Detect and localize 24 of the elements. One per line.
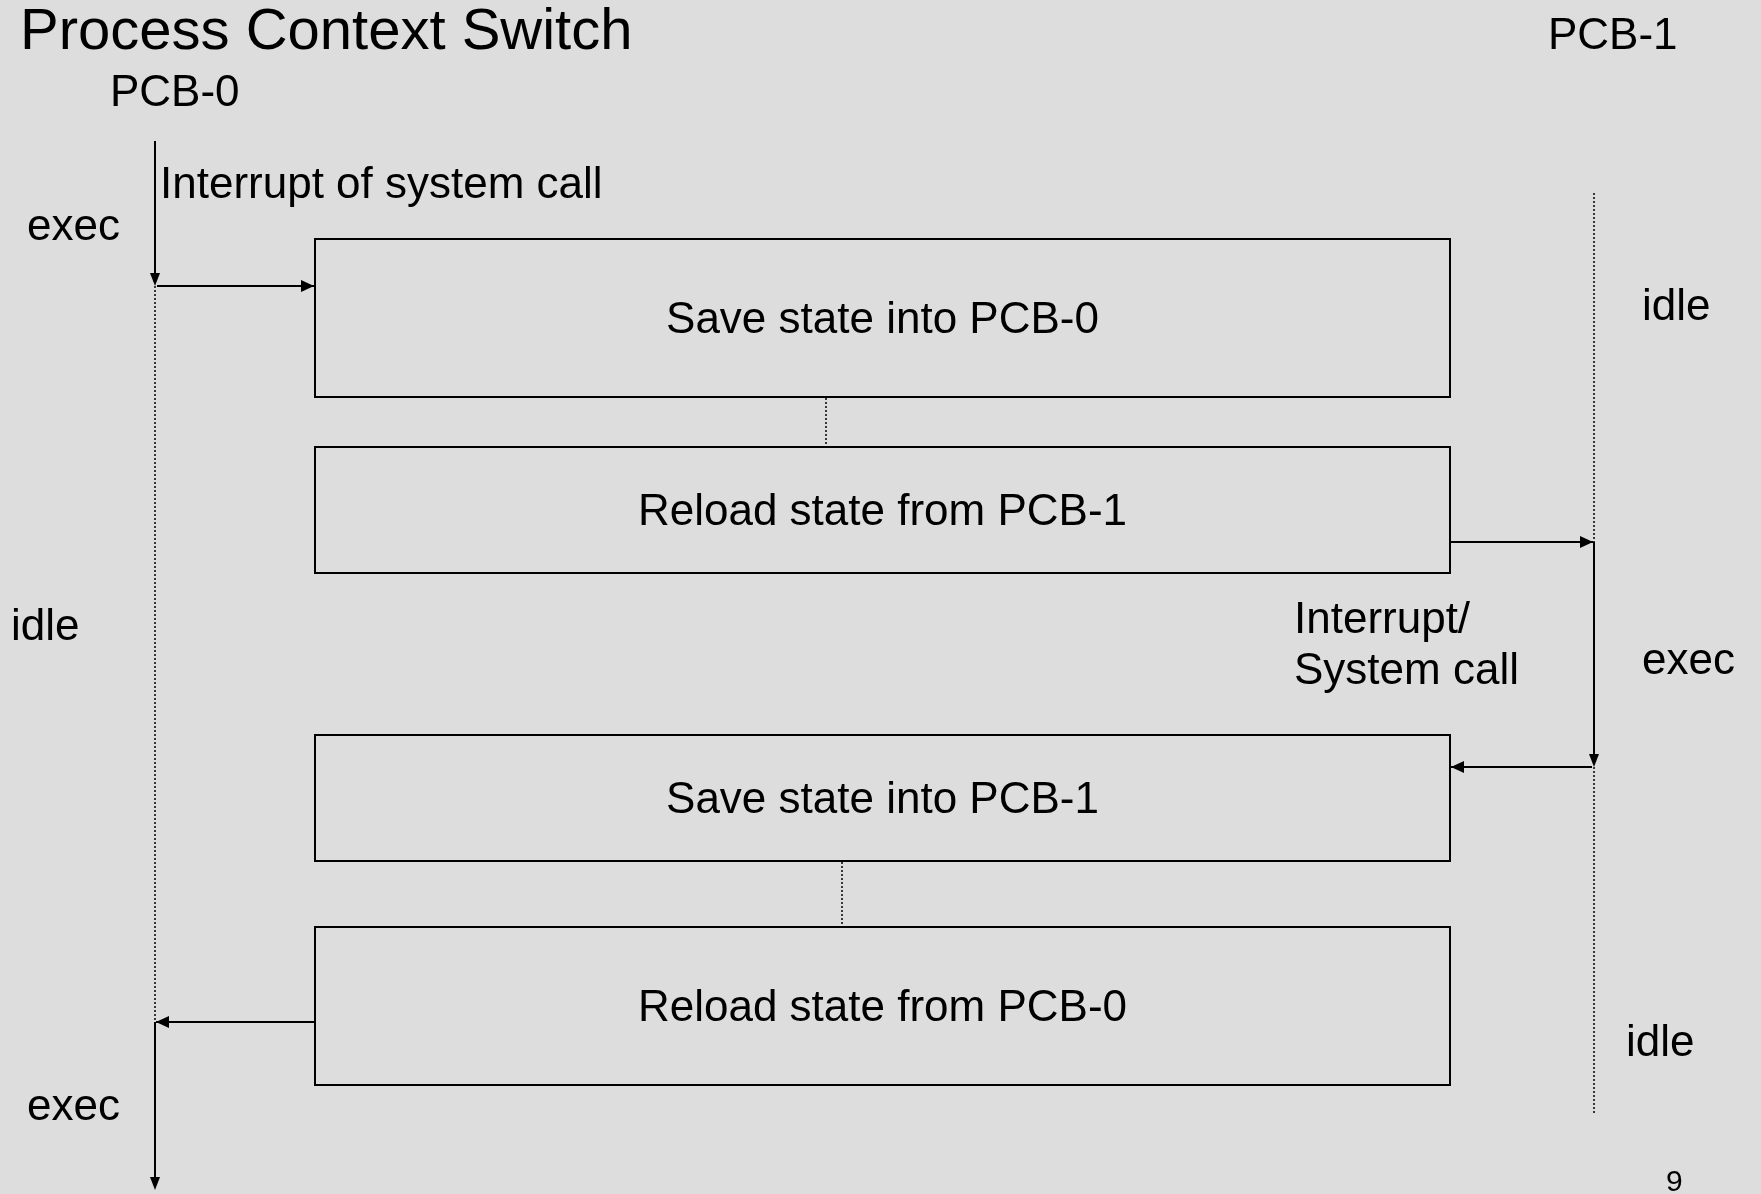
arrow — [1450, 536, 1594, 548]
arrow — [155, 1016, 315, 1028]
slide-title: Process Context Switch — [20, 0, 633, 63]
process-box: Reload state from PCB-1 — [314, 446, 1451, 574]
dotted-connector — [825, 397, 827, 447]
lane-label: PCB-1 — [1548, 9, 1678, 60]
page-number: 9 — [1666, 1164, 1683, 1194]
annotation-text: Interrupt of system call — [160, 158, 603, 209]
annotation-text: idle — [11, 600, 80, 651]
annotation-text: exec — [27, 1080, 120, 1131]
process-box: Save state into PCB-1 — [314, 734, 1451, 862]
annotation-text: exec — [27, 200, 120, 251]
annotation-text: idle — [1626, 1016, 1695, 1067]
arrow — [1450, 761, 1593, 773]
annotation-text: Interrupt/ System call — [1294, 593, 1520, 695]
annotation-text: exec — [1642, 634, 1735, 685]
process-box: Save state into PCB-0 — [314, 238, 1451, 398]
timeline — [150, 141, 160, 1190]
arrow — [156, 280, 315, 292]
process-box: Reload state from PCB-0 — [314, 926, 1451, 1086]
dotted-connector — [841, 861, 843, 927]
lane-label: PCB-0 — [110, 66, 240, 117]
annotation-text: idle — [1642, 280, 1711, 331]
timeline — [1589, 193, 1599, 1115]
